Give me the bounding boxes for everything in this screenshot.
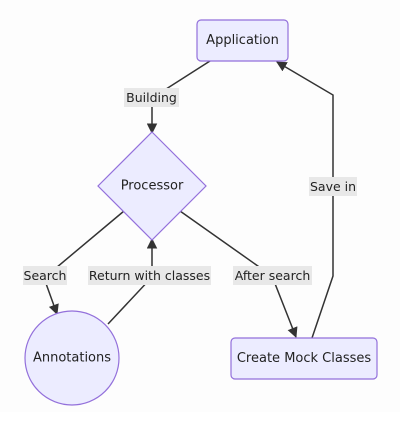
node-processor-label: Processor <box>121 179 184 194</box>
edge-label-search: Search <box>23 266 67 285</box>
edge-label-after-search-bg <box>233 266 312 285</box>
node-create-mock-classes-label: Create Mock Classes <box>237 351 372 366</box>
node-application: Application <box>196 19 289 62</box>
node-annotations-shape <box>24 310 120 406</box>
edge-label-building-text: Building <box>126 90 177 105</box>
edge-label-save-in-bg <box>309 177 357 196</box>
edge-label-return-with-classes-bg <box>88 266 211 285</box>
edge-label-save-in: Save in <box>309 177 357 196</box>
edge-label-building: Building <box>124 88 179 107</box>
edge-label-search-bg <box>23 266 67 285</box>
node-create-mock-classes: Create Mock Classes <box>230 337 378 380</box>
node-application-shape <box>196 19 289 62</box>
node-application-label: Application <box>206 33 279 48</box>
node-processor-shape <box>97 131 207 241</box>
edge-label-after-search: After search <box>233 266 312 285</box>
node-processor: Processor <box>97 131 207 241</box>
edge-label-return-with-classes: Return with classes <box>88 266 211 285</box>
node-annotations: Annotations <box>24 310 120 406</box>
edge-label-save-in-text: Save in <box>310 179 356 194</box>
edge-label-search-text: Search <box>24 268 67 283</box>
edge-search <box>43 210 125 315</box>
edge-save-in <box>276 61 334 339</box>
edge-label-building-bg <box>124 88 179 107</box>
node-annotations-label: Annotations <box>33 351 111 366</box>
edge-label-return-with-classes-text: Return with classes <box>89 268 210 283</box>
node-create-mock-classes-shape <box>230 337 378 380</box>
edge-label-after-search-text: After search <box>235 268 311 283</box>
